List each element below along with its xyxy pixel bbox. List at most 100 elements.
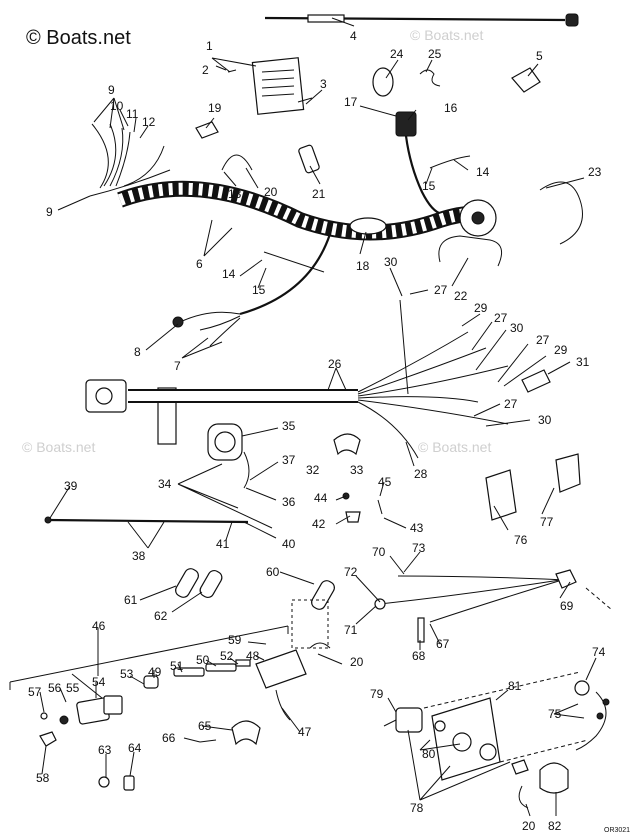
ghost-watermark: © Boats.net (418, 439, 491, 455)
callout-27: 27 (536, 333, 550, 347)
callout-15: 15 (252, 283, 266, 297)
callout-36: 36 (282, 495, 296, 509)
callout-27: 27 (494, 311, 508, 325)
callout-labels: 1 2 3 4 5 6 7 8 9 9 10 11 12 13 14 14 15… (28, 29, 606, 833)
callout-12: 12 (142, 115, 156, 129)
callout-30: 30 (538, 413, 552, 427)
ghost-watermark: © Boats.net (410, 27, 483, 43)
callout-15: 15 (422, 179, 436, 193)
callout-55: 55 (66, 681, 80, 695)
callout-23: 23 (588, 165, 602, 179)
callout-3: 3 (320, 77, 327, 91)
callout-50: 50 (196, 653, 210, 667)
mid-harness-drawing (44, 299, 581, 524)
lower-section-drawing (9, 568, 613, 809)
callout-64: 64 (128, 741, 142, 755)
callout-78: 78 (410, 801, 424, 815)
callout-28: 28 (414, 467, 428, 481)
callout-45: 45 (378, 475, 392, 489)
callout-73: 73 (412, 541, 426, 555)
callout-2: 2 (202, 63, 209, 77)
callout-8: 8 (134, 345, 141, 359)
callout-59: 59 (228, 633, 242, 647)
callout-11: 11 (126, 107, 139, 121)
callout-69: 69 (560, 599, 574, 613)
callout-74: 74 (592, 645, 606, 659)
callout-43: 43 (410, 521, 424, 535)
callout-29: 29 (554, 343, 568, 357)
callout-82: 82 (548, 819, 562, 833)
callout-52: 52 (220, 649, 234, 663)
callout-14: 14 (222, 267, 236, 281)
callout-46: 46 (92, 619, 106, 633)
callout-20: 20 (264, 185, 278, 199)
callout-42: 42 (312, 517, 326, 531)
callout-16: 16 (444, 101, 458, 115)
callout-40: 40 (282, 537, 296, 551)
callout-61: 61 (124, 593, 138, 607)
drawing-code: OR3021 (604, 827, 630, 834)
callout-66: 66 (162, 731, 176, 745)
callout-7: 7 (174, 359, 181, 373)
callout-35: 35 (282, 419, 296, 433)
callout-24: 24 (390, 47, 404, 61)
callout-44: 44 (314, 491, 328, 505)
callout-17: 17 (344, 95, 358, 109)
callout-47: 47 (298, 725, 312, 739)
callout-62: 62 (154, 609, 168, 623)
callout-4: 4 (350, 29, 357, 43)
callout-37: 37 (282, 453, 296, 467)
callout-48: 48 (246, 649, 260, 663)
callout-27: 27 (434, 283, 448, 297)
callout-71: 71 (344, 623, 358, 637)
ghost-watermark: © Boats.net (22, 439, 95, 455)
leader-lines (39, 17, 597, 817)
callout-19: 19 (208, 101, 222, 115)
callout-14: 14 (476, 165, 490, 179)
callout-53: 53 (120, 667, 134, 681)
callout-76: 76 (514, 533, 528, 547)
callout-70: 70 (372, 545, 386, 559)
callout-22: 22 (454, 289, 468, 303)
callout-30: 30 (384, 255, 398, 269)
callout-57: 57 (28, 685, 42, 699)
callout-56: 56 (48, 681, 62, 695)
callout-65: 65 (198, 719, 212, 733)
callout-58: 58 (36, 771, 50, 785)
callout-20: 20 (522, 819, 536, 833)
callout-10: 10 (110, 99, 124, 113)
callout-18: 18 (356, 259, 370, 273)
callout-72: 72 (344, 565, 358, 579)
callout-38: 38 (132, 549, 146, 563)
callout-5: 5 (536, 49, 543, 63)
callout-31: 31 (576, 355, 590, 369)
callout-63: 63 (98, 743, 112, 757)
callout-34: 34 (158, 477, 172, 491)
callout-60: 60 (266, 565, 280, 579)
callout-49: 49 (148, 665, 162, 679)
callout-20: 20 (350, 655, 364, 669)
callout-80: 80 (422, 747, 436, 761)
callout-13: 13 (228, 187, 242, 201)
callout-41: 41 (216, 537, 230, 551)
upper-harness-drawing (89, 13, 583, 347)
callout-21: 21 (312, 187, 326, 201)
callout-39: 39 (64, 479, 78, 493)
callout-77: 77 (540, 515, 554, 529)
brand-watermark: © Boats.net (26, 27, 131, 49)
callout-33: 33 (350, 463, 364, 477)
callout-81: 81 (508, 679, 522, 693)
callout-26: 26 (328, 357, 342, 371)
callout-30: 30 (510, 321, 524, 335)
callout-51: 51 (170, 659, 184, 673)
callout-29: 29 (474, 301, 488, 315)
callout-9: 9 (108, 83, 115, 97)
callout-27: 27 (504, 397, 518, 411)
callout-25: 25 (428, 47, 442, 61)
callout-75: 75 (548, 707, 562, 721)
callout-9: 9 (46, 205, 53, 219)
callout-32: 32 (306, 463, 320, 477)
callout-79: 79 (370, 687, 384, 701)
callout-67: 67 (436, 637, 450, 651)
